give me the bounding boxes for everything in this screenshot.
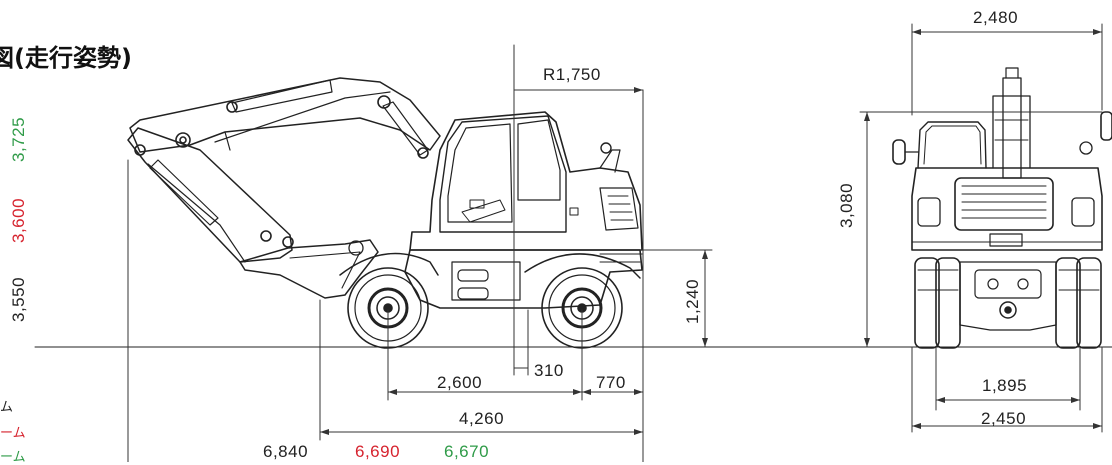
dim-height-3080: 3,080 (837, 182, 856, 228)
dim-height-black: 3,550 (9, 276, 28, 322)
drawing-title: 図(走行姿勢) (0, 44, 132, 72)
legend-green: ーム (0, 450, 26, 465)
dim-total-length-green: 6,670 (444, 442, 490, 461)
dim-height-red: 3,600 (9, 197, 28, 243)
dimension-lines (127, 23, 1103, 462)
legend-red: ーム (0, 426, 26, 441)
dim-total-length-black: 6,840 (263, 442, 309, 461)
dim-height-green: 3,725 (9, 116, 28, 162)
legend-black: ム (0, 400, 14, 415)
dim-tread-1895: 1,895 (982, 376, 1028, 395)
dimension-arrows (320, 29, 1102, 435)
rear-view-excavator-icon (892, 67, 1112, 349)
dim-total-length-red: 6,690 (355, 442, 401, 461)
dim-770: 770 (596, 373, 626, 392)
side-view-excavator-icon (127, 77, 643, 349)
dim-wheelbase-2600: 2,600 (437, 373, 483, 392)
dim-height-1240: 1,240 (683, 278, 702, 324)
dim-width-2480: 2,480 (973, 8, 1019, 27)
dim-310: 310 (534, 361, 564, 380)
dim-width-2450: 2,450 (981, 409, 1027, 428)
dim-length-4260: 4,260 (459, 409, 505, 428)
dim-radius-1750: R1,750 (543, 65, 601, 84)
